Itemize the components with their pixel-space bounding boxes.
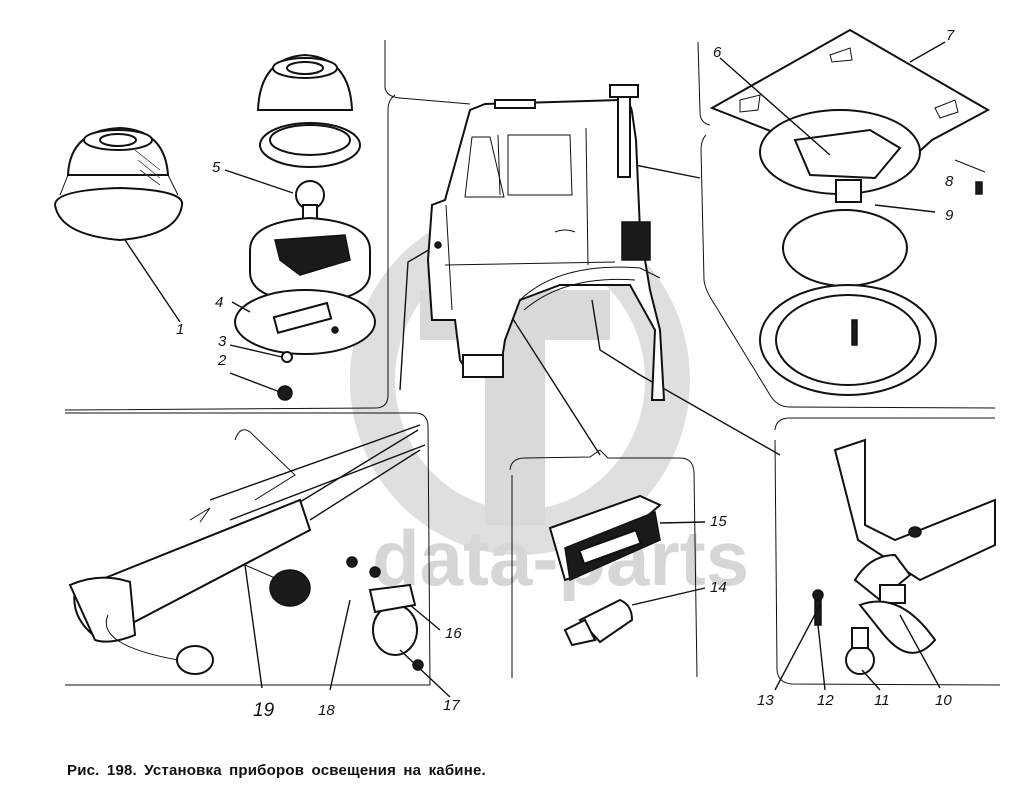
callout-16: 16 — [445, 625, 462, 642]
callout-1: 1 — [176, 321, 184, 338]
door-lamp-illustration — [68, 424, 426, 675]
callout-9: 9 — [945, 207, 954, 224]
callout-15: 15 — [710, 513, 727, 530]
callout-5: 5 — [212, 159, 221, 176]
cab-illustration — [426, 84, 666, 401]
callout-13: 13 — [757, 692, 774, 709]
callout-8: 8 — [945, 173, 954, 190]
callout-2: 2 — [217, 352, 227, 369]
callout-4: 4 — [215, 294, 223, 311]
callout-17: 17 — [443, 697, 460, 714]
callout-14: 14 — [710, 579, 727, 596]
indicator-block-illustration — [548, 494, 662, 647]
step-lamp-illustration — [812, 438, 996, 675]
figure-caption: Рис. 198. Установка приборов освещения н… — [67, 762, 486, 779]
lamp-1-illustration — [53, 126, 184, 242]
callout-10: 10 — [935, 692, 952, 709]
lamp-5-assembly-illustration — [234, 53, 376, 401]
callout-12: 12 — [817, 692, 834, 709]
panel-borders — [64, 40, 1001, 686]
callout-11: 11 — [874, 692, 890, 709]
callout-labels: 1 2 3 4 5 6 7 8 9 10 11 12 13 14 15 16 1… — [176, 27, 955, 721]
callout-6: 6 — [713, 44, 722, 61]
callout-18: 18 — [318, 702, 335, 719]
callout-leaders — [124, 41, 946, 698]
callout-19: 19 — [253, 700, 275, 721]
callout-3: 3 — [218, 333, 227, 350]
callout-7: 7 — [946, 27, 955, 44]
ceiling-lamp-illustration — [709, 28, 991, 396]
